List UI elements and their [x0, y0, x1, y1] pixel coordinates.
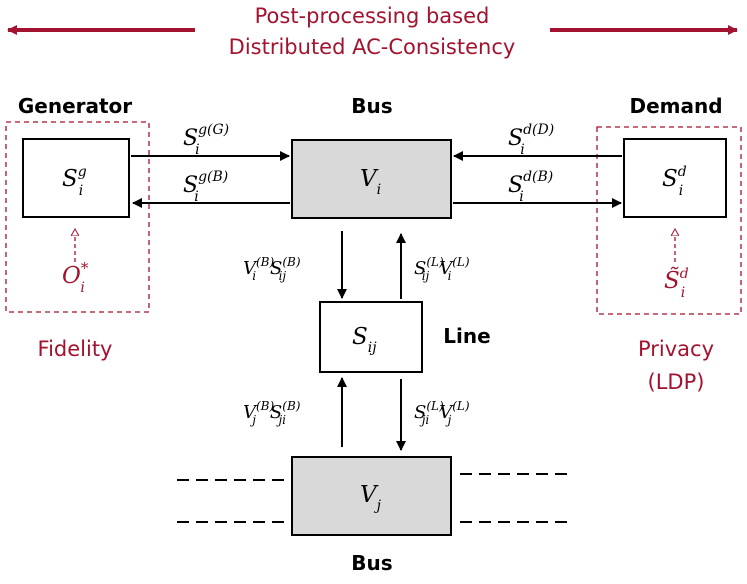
- label-sg-B: Sg(B)i: [183, 169, 228, 205]
- label-sd-B: Sd(B)i: [508, 169, 553, 205]
- demand-privacy-region: [596, 126, 742, 315]
- generator-box: [22, 138, 130, 218]
- generator-heading: Generator: [18, 94, 132, 118]
- bus-j-box-label: Vj: [360, 482, 382, 514]
- bus-j-box: [291, 456, 452, 536]
- bus-bottom-heading: Bus: [351, 551, 392, 575]
- label-sg-G: Sg(G)i: [183, 122, 229, 158]
- bus-top-heading: Bus: [351, 94, 392, 118]
- label-sd-D: Sd(D)i: [508, 122, 554, 158]
- demand-box: [623, 138, 727, 218]
- line-box-label: Sij: [352, 324, 377, 356]
- line-heading: Line: [443, 324, 490, 348]
- bus-i-box: [291, 139, 452, 219]
- generator-fidelity-region: [5, 121, 150, 313]
- privacy-caption: Privacy: [638, 337, 714, 361]
- demand-heading: Demand: [629, 94, 722, 118]
- ldp-caption: (LDP): [648, 370, 705, 394]
- banner-line-1: Post-processing based: [255, 4, 490, 28]
- bus-i-box-label: Vi: [360, 166, 381, 198]
- line-box: [319, 301, 423, 373]
- banner-line-2: Distributed AC-Consistency: [229, 35, 516, 59]
- o-star-label: O*i: [62, 259, 89, 296]
- fidelity-caption: Fidelity: [38, 337, 113, 361]
